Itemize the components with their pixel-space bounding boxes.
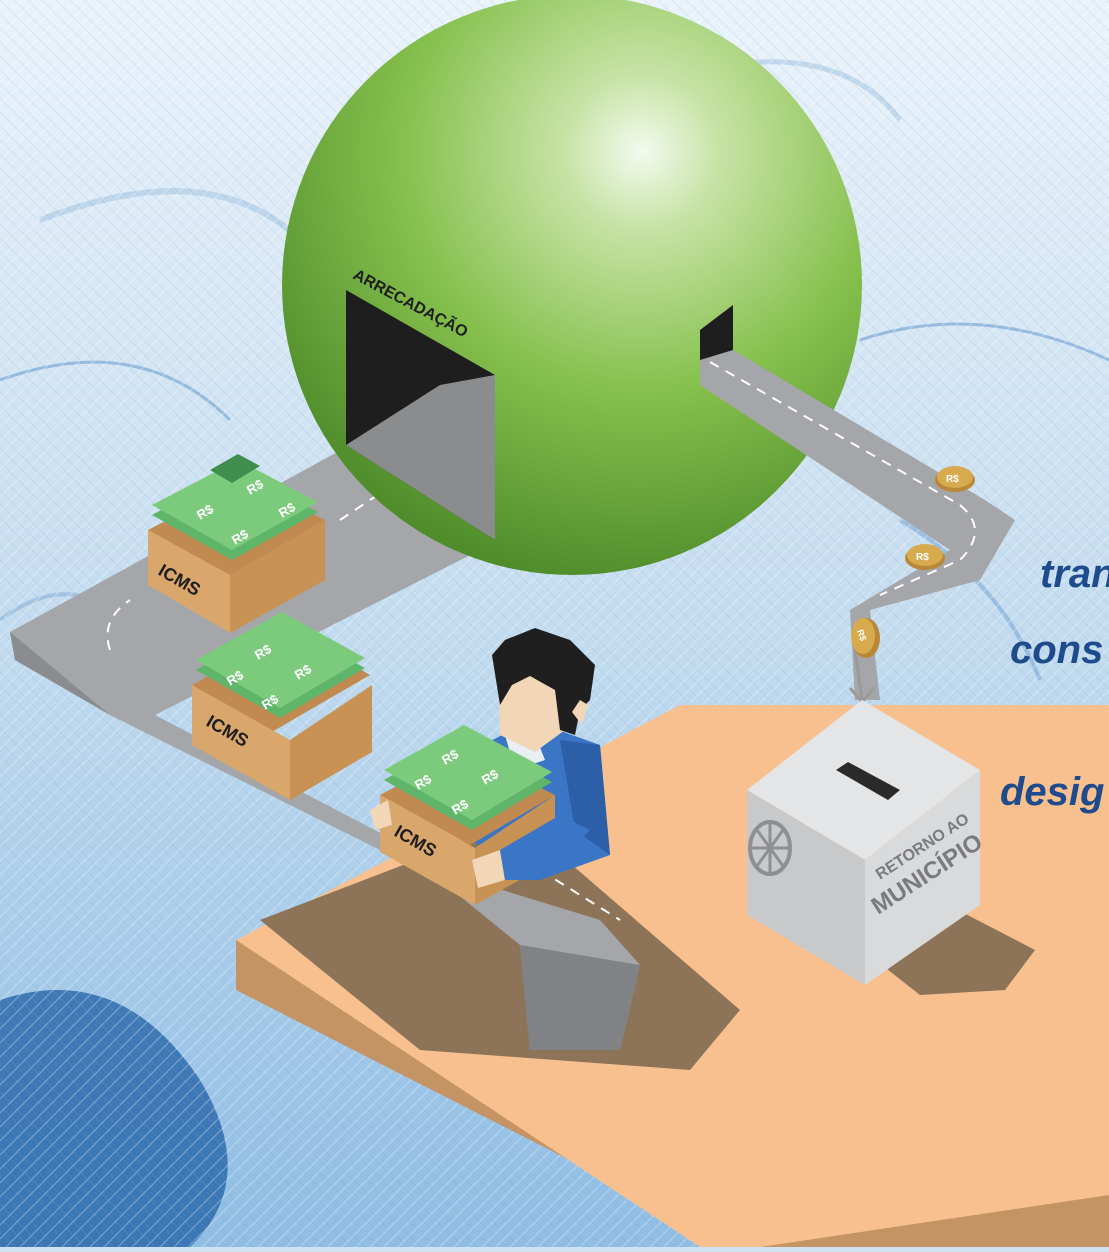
safe: RETORNO AO MUNICÍPIO	[747, 700, 988, 985]
coin: R$	[935, 466, 975, 492]
icms-box-2: R$ R$ R$ R$ ICMS	[192, 612, 372, 800]
coin: R$	[905, 544, 945, 570]
svg-text:R$: R$	[855, 628, 868, 642]
coin: R$	[851, 618, 880, 658]
person-hands	[370, 800, 590, 888]
icms-box-1: R$ R$ R$ R$ ICMS	[148, 454, 325, 633]
svg-text:R$: R$	[946, 474, 959, 485]
safe-dial-icon	[748, 820, 792, 876]
coin-slot	[836, 762, 900, 800]
side-text-line-1: tran	[1040, 552, 1109, 596]
svg-text:R$: R$	[916, 552, 929, 563]
green-sphere: ARRECADAÇÃO	[282, 0, 862, 575]
side-text-line-2: cons	[1010, 628, 1104, 672]
person-hair	[492, 628, 595, 735]
output-opening	[700, 305, 733, 365]
side-text-line-3: desig	[1000, 770, 1105, 814]
